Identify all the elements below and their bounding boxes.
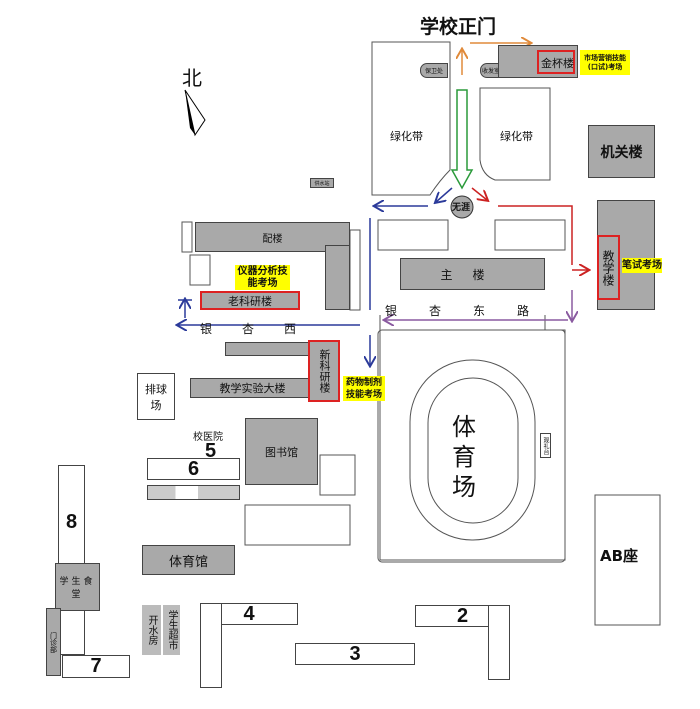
reviewing-stand: 观礼台 bbox=[540, 433, 551, 458]
gymnasium[interactable]: 体育馆 bbox=[142, 545, 235, 575]
admin-building[interactable]: 机关楼 bbox=[588, 125, 655, 178]
volleyball-court[interactable]: 排球场 bbox=[137, 373, 175, 420]
green-belt-right-outline bbox=[479, 87, 551, 181]
main-building[interactable]: 主楼 bbox=[400, 258, 545, 290]
dorm-2-wing bbox=[488, 605, 510, 680]
green-belt-left: 绿化带 bbox=[390, 130, 423, 143]
ab-building[interactable]: AB座 bbox=[600, 545, 639, 566]
old-research-building[interactable]: 老科研楼 bbox=[200, 291, 300, 310]
written-exam-label: 笔试考场 bbox=[622, 258, 662, 273]
annex-building[interactable]: 配楼 bbox=[195, 222, 350, 252]
entrance-arrow bbox=[450, 89, 474, 190]
teaching-building-label: 教学楼 bbox=[597, 235, 620, 300]
jinbei-label: 金杯楼 bbox=[541, 57, 574, 70]
library[interactable]: 图书馆 bbox=[245, 418, 318, 485]
road-east: 银杏东路 bbox=[385, 304, 562, 318]
track-outer bbox=[409, 359, 536, 541]
dorm-6[interactable]: 6 bbox=[147, 458, 240, 480]
dorm-6-annex bbox=[147, 485, 240, 500]
annex-wing bbox=[325, 245, 350, 310]
dorm-5: 5 bbox=[205, 440, 217, 462]
oral-exam-label: 市场营销技能(口试)考场 bbox=[580, 50, 630, 75]
clinic-label: 校医院 bbox=[193, 432, 223, 443]
water-station: 供水站 bbox=[310, 178, 334, 188]
dorm-3[interactable]: 3 bbox=[295, 643, 415, 665]
dorm-4-wing bbox=[200, 603, 222, 688]
water-room: 开水房 bbox=[142, 605, 161, 655]
supermarket: 学生超市 bbox=[163, 605, 180, 655]
track-inner bbox=[427, 377, 519, 524]
security-office: 保卫处 bbox=[420, 63, 448, 78]
outpatient: 门诊部 bbox=[46, 608, 61, 676]
new-research-building[interactable]: 新科研楼 bbox=[308, 340, 340, 402]
canteen[interactable]: 学生食堂 bbox=[55, 563, 100, 611]
dorm-8[interactable]: 8 bbox=[58, 465, 85, 565]
canteen-annex bbox=[60, 610, 85, 655]
green-belt-left-outline bbox=[371, 41, 451, 196]
road-west: 银杏西 bbox=[200, 322, 327, 336]
pharma-exam-label: 药物制剂技能考场 bbox=[343, 376, 385, 401]
dorm-7[interactable]: 7 bbox=[62, 655, 130, 678]
north-label: 北 bbox=[182, 66, 202, 90]
instrument-exam-label: 仪器分析技能考场 bbox=[235, 265, 290, 290]
dorm-2[interactable]: 2 bbox=[415, 605, 510, 627]
lab-building-upper bbox=[225, 342, 315, 356]
lab-building[interactable]: 教学实验大楼 bbox=[190, 378, 315, 398]
wuya-label: 无涯 bbox=[452, 203, 471, 213]
stadium-label: 体育场 bbox=[452, 413, 476, 501]
main-gate-title: 学校正门 bbox=[420, 16, 497, 38]
green-belt-right: 绿化带 bbox=[500, 130, 533, 143]
